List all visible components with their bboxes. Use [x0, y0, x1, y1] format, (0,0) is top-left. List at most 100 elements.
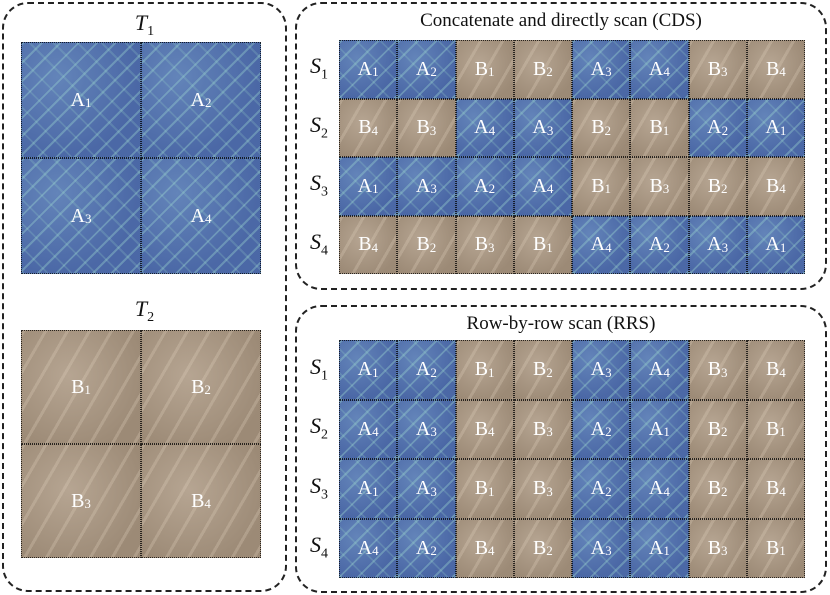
tile-letter: B [532, 477, 547, 500]
tile-index: 2 [721, 424, 728, 440]
tile-letter: B [765, 477, 780, 500]
sequence-label-index: 3 [321, 487, 328, 503]
tile-index: 4 [605, 239, 612, 255]
tile-index: 4 [779, 64, 786, 80]
tile-letter: A [70, 204, 85, 227]
tile-index: 3 [430, 181, 437, 197]
tile-index: 2 [546, 543, 553, 559]
tile-letter: B [532, 536, 547, 559]
tile-letter: A [590, 417, 606, 440]
tile-index: 2 [488, 181, 496, 197]
tile-index: 1 [663, 543, 670, 559]
tile-index: 3 [721, 64, 728, 80]
tile-letter: A [70, 88, 85, 111]
tile-letter: A [648, 417, 664, 440]
tile-letter: B [707, 417, 722, 440]
tile-index: 4 [372, 543, 379, 559]
tile-letter: B [649, 116, 663, 139]
tile-letter: B [707, 358, 722, 381]
tile-index: 3 [488, 239, 495, 255]
sequence-label: S4 [303, 229, 335, 259]
sequence-label-index: 4 [321, 243, 328, 259]
tile-letter: B [765, 358, 780, 381]
tile-index: 1 [84, 95, 92, 110]
tile-index: 4 [779, 181, 786, 197]
tile-index: 1 [372, 364, 379, 380]
tile-letter: B [532, 417, 547, 440]
tile-index: 3 [721, 364, 728, 380]
tile-index: 3 [605, 364, 612, 380]
tile-letter: A [765, 233, 780, 256]
t2-sub: 2 [147, 309, 155, 325]
tile-index: 4 [371, 122, 379, 138]
tile-letter: B [191, 375, 205, 398]
tile-letter: B [532, 358, 547, 381]
sequence-label: S1 [303, 53, 335, 83]
tile-index: 2 [721, 122, 729, 138]
t2-label: T [134, 296, 148, 321]
tile-letter: B [71, 375, 85, 398]
tile-index: 2 [604, 122, 612, 138]
t1-label: T [134, 10, 148, 35]
tile-index: 3 [721, 543, 728, 559]
sequence-label-index: 1 [321, 368, 328, 384]
tile-letter: A [648, 536, 664, 559]
tile-index: 4 [372, 424, 379, 440]
sequence-label-letter: S [310, 413, 321, 439]
sequence-label-letter: S [310, 111, 321, 137]
rrs-title: Row-by-row scan (RRS) [466, 313, 656, 334]
tile-index: 1 [779, 122, 787, 138]
tile-letter: B [532, 233, 547, 256]
sequence-label-index: 3 [321, 184, 328, 200]
tile-index: 2 [204, 382, 211, 397]
tile-letter: A [415, 417, 431, 440]
tile-letter: B [474, 57, 489, 80]
tile-letter: B [765, 174, 780, 197]
tile-index: 3 [546, 122, 554, 138]
tile-index: 3 [605, 543, 612, 559]
tile-letter: A [648, 233, 664, 256]
tile-index: 4 [663, 364, 670, 380]
tile-letter: A [648, 57, 664, 80]
tile-letter: A [357, 174, 373, 197]
tile-letter: A [190, 88, 205, 111]
tile-index: 3 [430, 483, 437, 499]
tile-letter: A [474, 174, 489, 197]
tile-letter: B [532, 57, 547, 80]
tile-letter: B [765, 536, 780, 559]
sequence-label: S2 [303, 112, 335, 142]
tile-index: 3 [546, 424, 553, 440]
sequence-label-index: 4 [321, 546, 328, 562]
tile-letter: A [532, 116, 547, 139]
tile-index: 1 [604, 181, 612, 197]
